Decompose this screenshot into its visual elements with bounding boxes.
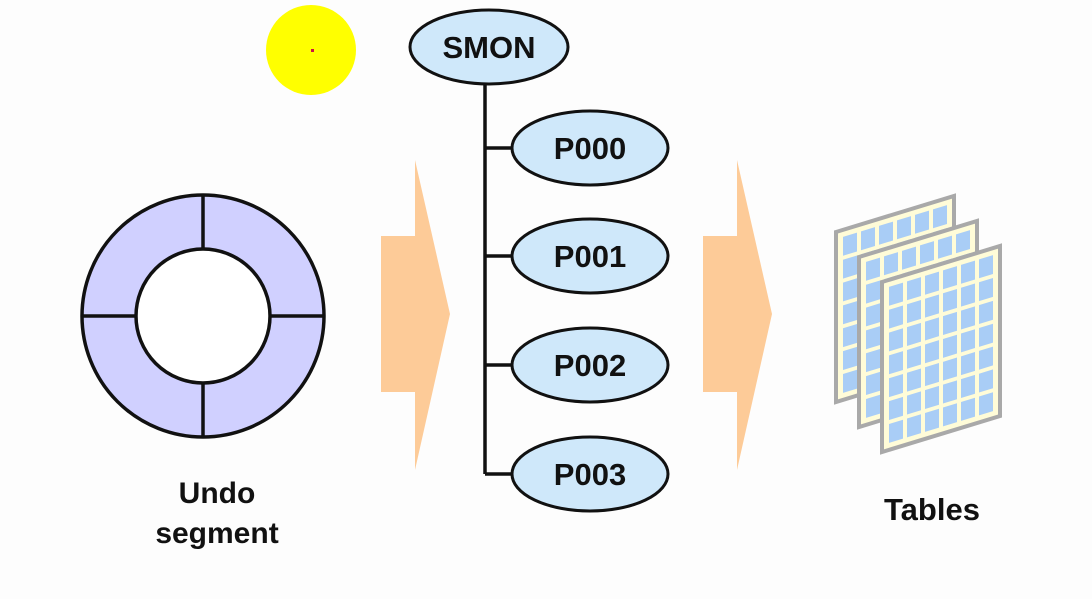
table-cell [843, 255, 857, 279]
smon-label: SMON [443, 30, 536, 65]
worker-label: P000 [554, 131, 626, 166]
worker-node-p002: P002 [510, 326, 670, 404]
table-cell [979, 369, 993, 393]
tables-label: Tables [884, 492, 980, 527]
table-cell [961, 374, 975, 399]
table-cell [907, 322, 921, 346]
table-cell [943, 403, 957, 427]
worker-label: P003 [554, 457, 626, 492]
table-cell [866, 303, 880, 327]
worker-node-p001: P001 [510, 217, 670, 295]
table-cell [843, 301, 857, 325]
table-cell [956, 230, 970, 254]
worker-node-p000: P000 [510, 109, 670, 187]
table-cell [866, 280, 880, 304]
table-cell [879, 221, 893, 245]
undo-segment-label-line1: Undo [179, 477, 256, 510]
process-tree-connector [483, 82, 512, 476]
table-cell [889, 419, 903, 443]
smon-node: SMON [408, 8, 570, 86]
table-cell [915, 210, 929, 234]
table-cell [938, 235, 952, 259]
table-cell [961, 329, 975, 353]
table-cell [925, 294, 939, 318]
table-cell [843, 278, 857, 302]
table-cell [961, 352, 975, 376]
table-cell [884, 252, 898, 276]
table-cell [943, 288, 957, 313]
table-cell [925, 385, 939, 410]
table-cell [889, 305, 903, 329]
table-cell [943, 380, 957, 404]
table-cell [907, 414, 921, 438]
table-cell [979, 277, 993, 302]
table-cell [907, 345, 921, 369]
table-cell [979, 255, 993, 279]
table-cell [925, 408, 939, 432]
table-cell [943, 311, 957, 335]
table-cell [889, 328, 903, 352]
table-cell [920, 241, 934, 265]
worker-label: P001 [554, 239, 626, 274]
table-cell [843, 369, 857, 393]
worker-label: P002 [554, 348, 626, 383]
table-cell [979, 346, 993, 370]
table-cell [889, 374, 903, 398]
table-cell [866, 371, 880, 396]
table-cell [866, 349, 880, 373]
yellow-circle-icon [266, 5, 356, 95]
table-cell [866, 257, 880, 281]
table-cell [843, 324, 857, 348]
undo-segment-ring-icon [80, 193, 326, 439]
table-cell [897, 216, 911, 240]
table-cell [861, 227, 875, 251]
stacked-tables-icon [834, 193, 1002, 455]
table-cell [866, 394, 880, 418]
right-arrow-icon [381, 160, 450, 470]
table-cell [979, 323, 993, 347]
table-cell [925, 271, 939, 295]
table-cell [925, 317, 939, 341]
table-cell [907, 277, 921, 301]
table-cell [979, 392, 993, 416]
table-cell [889, 282, 903, 306]
table-cell [843, 232, 857, 256]
worker-node-p003: P003 [510, 435, 670, 513]
table-cell [907, 391, 921, 415]
table-cell [889, 351, 903, 375]
table-cell [902, 246, 916, 270]
table-cell [933, 205, 947, 229]
table-cell [961, 260, 975, 284]
table-cell [943, 357, 957, 381]
table-cell [907, 299, 921, 324]
table-cell [961, 397, 975, 421]
table-cell [943, 334, 957, 358]
right-arrow-icon [703, 160, 772, 470]
undo-segment-label-line2: segment [155, 517, 278, 550]
table-cell [925, 363, 939, 387]
table-cell [889, 396, 903, 421]
table-cell [961, 306, 975, 330]
table-cell [866, 326, 880, 350]
table-cell [979, 300, 993, 324]
table-cell [961, 283, 975, 307]
table-cell [843, 346, 857, 371]
table-cell [943, 266, 957, 290]
table-cell [925, 340, 939, 364]
table-cell [907, 368, 921, 392]
